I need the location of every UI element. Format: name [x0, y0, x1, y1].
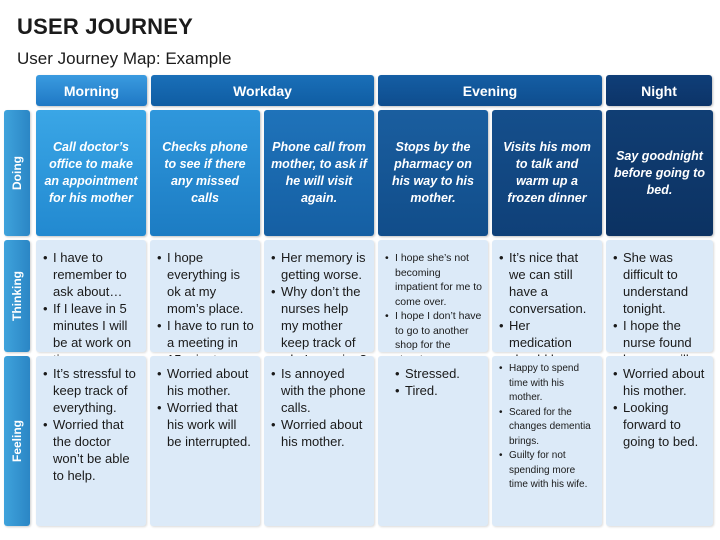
- list-item: Happy to spend time with his mother.: [499, 362, 596, 406]
- list-item: Why don’t the nurses help my mother keep…: [271, 283, 368, 368]
- list-item: Guilty for not spending more time with h…: [499, 449, 596, 493]
- feeling-card-6: Worried about his mother. Looking forwar…: [606, 356, 713, 526]
- thinking-card-6: She was difficult to understand tonight.…: [606, 240, 713, 367]
- list-item: I hope everything is ok at my mom’s plac…: [157, 249, 254, 317]
- doing-card-1: Call doctor’s office to make an appointm…: [36, 110, 146, 236]
- list-item: Stressed.: [395, 365, 482, 382]
- list-item: Worried about his mother.: [271, 416, 368, 450]
- thinking-card-5: It’s nice that we can still have a conve…: [492, 240, 602, 384]
- list-item: Looking forward to going to bed.: [613, 399, 707, 450]
- list-item: Worried that the doctor won’t be able to…: [43, 416, 140, 484]
- list-item: Worried that his work will be interrupte…: [157, 399, 254, 450]
- page-subtitle: User Journey Map: Example: [17, 49, 232, 68]
- doing-card-4: Stops by the pharmacy on his way to his …: [378, 110, 488, 236]
- thinking-card-4: I hope she’s not becoming impatient for …: [378, 240, 488, 366]
- doing-card-5: Visits his mom to talk and warm up a fro…: [492, 110, 602, 236]
- feeling-card-1: It’s stressful to keep track of everythi…: [36, 356, 146, 526]
- list-item: I hope she’s not becoming impatient for …: [385, 251, 482, 309]
- thinking-card-3: Her memory is getting worse. Why don’t t…: [264, 240, 374, 367]
- list-item: It’s stressful to keep track of everythi…: [43, 365, 140, 416]
- list-item: I have to remember to ask about…: [43, 249, 140, 300]
- thinking-card-1: I have to remember to ask about… If I le…: [36, 240, 146, 367]
- feeling-card-5: Happy to spend time with his mother. Sca…: [492, 356, 602, 526]
- thinking-card-2: I hope everything is ok at my mom’s plac…: [150, 240, 260, 367]
- list-item: It’s nice that we can still have a conve…: [499, 249, 596, 317]
- phase-workday: Workday: [151, 75, 374, 106]
- list-item: Tired.: [395, 382, 482, 399]
- doing-card-3: Phone call from mother, to ask if he wil…: [264, 110, 374, 236]
- list-item: Worried about his mother.: [157, 365, 254, 399]
- phase-night: Night: [606, 75, 712, 106]
- feeling-card-4: Stressed. Tired.: [378, 356, 488, 526]
- feeling-card-3: Is annoyed with the phone calls. Worried…: [264, 356, 374, 526]
- phase-evening: Evening: [378, 75, 602, 106]
- list-item: Worried about his mother.: [613, 365, 707, 399]
- row-label-doing: Doing: [4, 110, 30, 236]
- row-label-feeling: Feeling: [4, 356, 30, 526]
- list-item: Her memory is getting worse.: [271, 249, 368, 283]
- page-title: USER JOURNEY: [17, 14, 193, 39]
- doing-card-2: Checks phone to see if there any missed …: [150, 110, 260, 236]
- row-label-thinking-text: Thinking: [10, 271, 24, 321]
- list-item: Scared for the changes dementia brings.: [499, 406, 596, 450]
- list-item: Is annoyed with the phone calls.: [271, 365, 368, 416]
- row-label-doing-text: Doing: [10, 156, 24, 190]
- row-label-thinking: Thinking: [4, 240, 30, 352]
- feeling-card-2: Worried about his mother. Worried that h…: [150, 356, 260, 526]
- list-item: She was difficult to understand tonight.: [613, 249, 707, 317]
- doing-card-6: Say goodnight before going to bed.: [606, 110, 713, 236]
- row-label-feeling-text: Feeling: [10, 419, 24, 463]
- phase-morning: Morning: [36, 75, 147, 106]
